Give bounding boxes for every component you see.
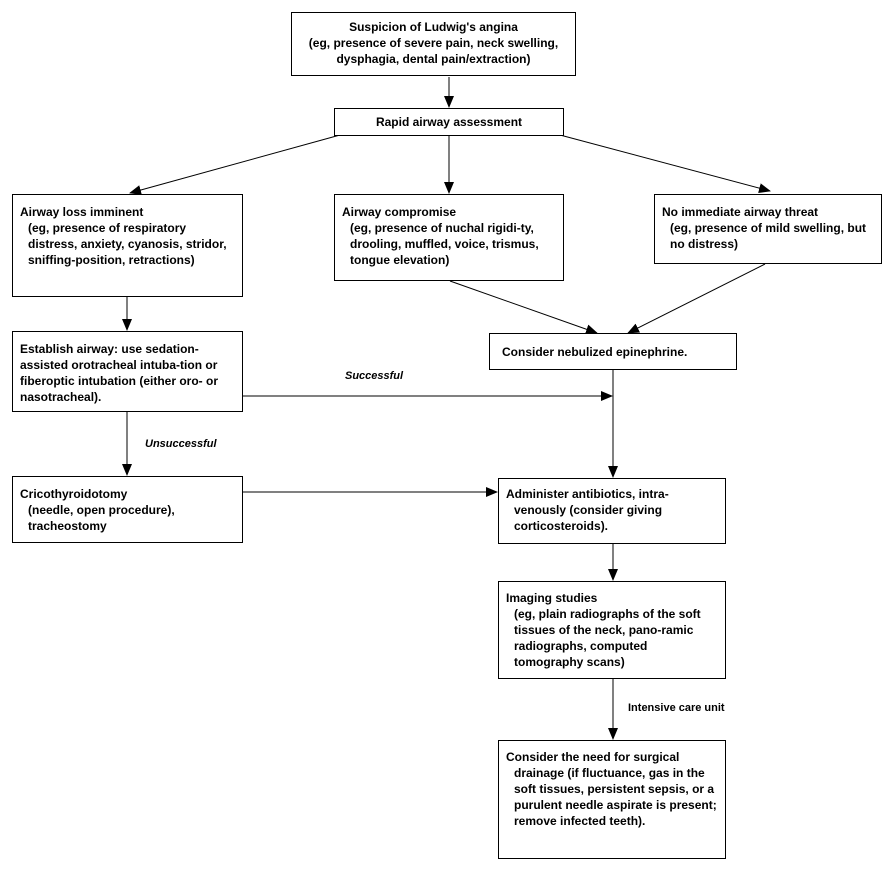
node-airway-compromise: Airway compromise (eg, presence of nucha… <box>334 194 564 281</box>
node-antibiotics: Administer antibiotics, intra- venously … <box>498 478 726 544</box>
node-suspicion: Suspicion of Ludwig's angina (eg, presen… <box>291 12 576 76</box>
node-imaging-detail: (eg, plain radiographs of the soft tissu… <box>514 607 701 669</box>
node-surgical-detail: drainage (if fluctuance, gas in the soft… <box>514 766 717 828</box>
node-suspicion-detail: (eg, presence of severe pain, neck swell… <box>308 36 559 66</box>
node-cricothyroidotomy: Cricothyroidotomy (needle, open procedur… <box>12 476 243 543</box>
node-antibiotics-detail: venously (consider giving corticosteroid… <box>514 503 663 533</box>
node-establish-airway: Establish airway: use sedation-assisted … <box>12 331 243 412</box>
node-airway-loss-title: Airway loss imminent <box>20 205 144 219</box>
node-nebulized-title: Consider nebulized epinephrine. <box>502 345 688 359</box>
node-airway-loss-detail: (eg, presence of respiratory distress, a… <box>28 221 227 267</box>
node-airway-compromise-detail: (eg, presence of nuchal rigidi-ty, drool… <box>350 221 539 267</box>
node-surgical: Consider the need for surgical drainage … <box>498 740 726 859</box>
node-rapid-assessment: Rapid airway assessment <box>334 108 564 136</box>
node-rapid-assessment-title: Rapid airway assessment <box>375 115 523 129</box>
node-no-threat-detail: (eg, presence of mild swelling, but no d… <box>670 221 867 251</box>
node-imaging: Imaging studies (eg, plain radiographs o… <box>498 581 726 679</box>
node-establish-airway-title: Establish airway: use sedation-assisted … <box>20 342 218 404</box>
node-surgical-title: Consider the need for surgical <box>506 750 680 764</box>
node-cricothyroidotomy-title: Cricothyroidotomy <box>20 487 128 501</box>
node-imaging-title: Imaging studies <box>506 591 598 605</box>
node-no-threat-title: No immediate airway threat <box>662 205 819 219</box>
edge-label-unsuccessful: Unsuccessful <box>145 438 217 450</box>
node-suspicion-title: Suspicion of Ludwig's angina <box>349 20 518 34</box>
edge-label-icu: Intensive care unit <box>628 702 725 714</box>
node-cricothyroidotomy-detail: (needle, open procedure), tracheostomy <box>28 503 175 533</box>
node-nebulized: Consider nebulized epinephrine. <box>489 333 737 370</box>
edge-no-threat-to-nebulized <box>627 263 766 334</box>
node-airway-compromise-title: Airway compromise <box>342 205 457 219</box>
edge-assessment-to-no-threat <box>559 134 771 193</box>
node-airway-loss: Airway loss imminent (eg, presence of re… <box>12 194 243 297</box>
node-no-threat: No immediate airway threat (eg, presence… <box>654 194 882 264</box>
node-antibiotics-title: Administer antibiotics, intra- <box>506 487 669 501</box>
edge-assessment-to-airway-loss <box>129 134 341 195</box>
edge-compromise-to-nebulized <box>449 280 598 335</box>
edge-label-successful: Successful <box>345 370 404 382</box>
